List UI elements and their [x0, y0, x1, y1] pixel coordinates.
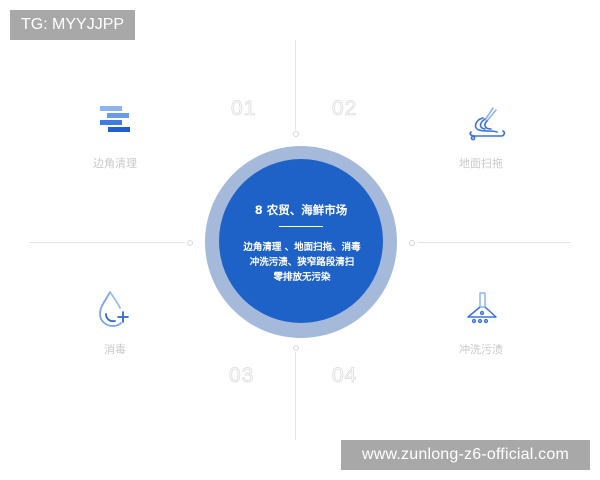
center-line-3: 零排放无污染	[273, 272, 331, 283]
connector-dot-right	[409, 240, 415, 246]
spray-nozzle-icon	[462, 290, 502, 330]
quadrant-number-02: 02	[332, 97, 358, 121]
connector-dot-left	[187, 240, 193, 246]
center-line-1: 边角清理 、地面扫拖、消毒	[243, 242, 361, 253]
connector-dot-bottom	[293, 345, 299, 351]
quadrant-number-01: 01	[231, 97, 257, 121]
feature-label-disinfection: 消毒	[104, 343, 126, 356]
vertical-line-top	[295, 40, 296, 130]
center-divider	[279, 226, 323, 227]
center-description: 边角清理 、地面扫拖、消毒 冲洗污渍、狭窄路段清扫 零排放无污染	[232, 240, 372, 285]
vertical-line-bottom	[295, 352, 296, 440]
center-title: 8 农贸、海鲜市场	[254, 203, 348, 217]
quadrant-number-04: 04	[332, 364, 358, 388]
feature-label-floor-mopping: 地面扫拖	[459, 157, 503, 170]
watermark-top-left: TG: MYYJJPP	[10, 10, 135, 40]
water-drop-plus-icon	[96, 290, 136, 330]
quadrant-number-03: 03	[229, 364, 255, 388]
feature-label-corner-cleaning: 边角清理	[93, 157, 137, 170]
center-line-2: 冲洗污渍、狭窄路段清扫	[249, 257, 355, 268]
feature-label-washing-stains: 冲洗污渍	[459, 343, 503, 356]
horizontal-line-left	[29, 242, 185, 243]
center-circle	[219, 159, 383, 323]
horizontal-line-right	[418, 242, 571, 243]
stacked-bars-icon	[96, 104, 136, 144]
connector-dot-top	[293, 131, 299, 137]
watermark-bottom-right: www.zunlong-z6-official.com	[341, 440, 590, 470]
mop-icon	[465, 104, 506, 144]
